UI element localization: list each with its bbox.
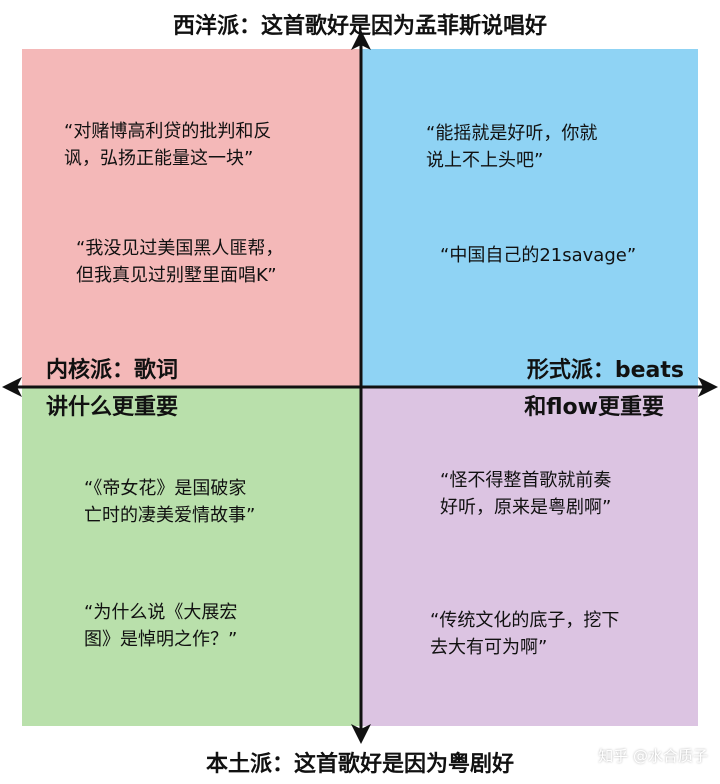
arrow-left-icon — [2, 377, 22, 397]
quadrant-top-left — [22, 49, 361, 387]
quote-top-right-2: “中国自己的21savage” — [440, 242, 636, 269]
quote-line: 去大有可为啊” — [430, 637, 548, 658]
quote-line: 说上不上头吧” — [426, 150, 544, 171]
quote-line: “我没见过美国黑人匪帮， — [76, 238, 284, 259]
quote-line: “能摇就是好听，你就 — [426, 123, 598, 144]
quote-line: “怪不得整首歌就前奏 — [440, 470, 612, 491]
top-axis-title: 西洋派：这首歌好是因为孟菲斯说唱好 — [172, 14, 547, 39]
quote-line: “传统文化的底子，挖下 — [430, 610, 620, 631]
quote-line: 好听，原来是粤剧啊” — [440, 497, 612, 518]
quote-top-left-1: “对赌博高利贷的批判和反 讽，弘扬正能量这一块” — [64, 118, 271, 172]
arrow-down-icon — [351, 724, 371, 744]
quote-line: “对赌博高利贷的批判和反 — [64, 121, 272, 142]
quote-line: 亡时的凄美爱情故事” — [84, 505, 256, 526]
quadrant-bottom-left — [22, 387, 361, 726]
quote-bottom-right-1: “怪不得整首歌就前奏 好听，原来是粤剧啊” — [440, 467, 611, 521]
left-axis-label-line1: 内核派：歌词 — [46, 358, 179, 383]
quote-top-left-2: “我没见过美国黑人匪帮， 但我真见过别墅里面唱K” — [76, 235, 283, 289]
quote-line: “《帝女花》是国破家 — [84, 478, 247, 499]
quote-bottom-left-2: “为什么说《大展宏 图》是悼明之作？” — [84, 599, 237, 653]
quote-line: 讽，弘扬正能量这一块” — [64, 148, 254, 169]
bottom-axis-title: 本土派：这首歌好是因为粤剧好 — [205, 752, 514, 777]
quote-top-right-1: “能摇就是好听，你就 说上不上头吧” — [426, 120, 597, 174]
quadrant-top-right — [361, 49, 698, 387]
quote-line: “为什么说《大展宏 — [84, 602, 238, 623]
quote-line: “中国自己的21savage” — [440, 245, 637, 266]
right-axis-label-line2: 和flow更重要 — [524, 395, 664, 420]
quadrant-bottom-right — [361, 387, 698, 726]
quote-line: 但我真见过别墅里面唱K” — [76, 265, 277, 286]
left-axis-label-line2: 讲什么更重要 — [46, 395, 179, 420]
quote-line: 图》是悼明之作？” — [84, 629, 238, 650]
quote-bottom-left-1: “《帝女花》是国破家 亡时的凄美爱情故事” — [84, 475, 255, 529]
quote-bottom-right-2: “传统文化的底子，挖下 去大有可为啊” — [430, 607, 619, 661]
right-axis-label-line1: 形式派：beats — [526, 358, 684, 383]
arrow-up-icon — [351, 30, 371, 50]
arrow-right-icon — [698, 377, 718, 397]
watermark: 知乎 @水合质子 — [598, 747, 708, 765]
